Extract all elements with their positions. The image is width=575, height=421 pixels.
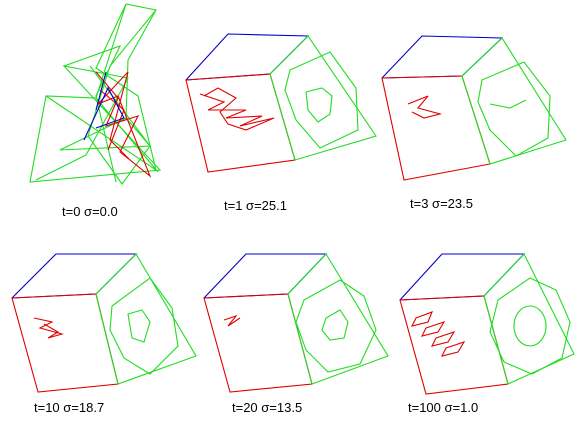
- cube-blue-edges: [203, 253, 328, 299]
- panel-caption: t=100 σ=1.0: [408, 400, 478, 415]
- inner-green-core: [127, 309, 151, 343]
- cube-red-face: [381, 75, 491, 181]
- inner-green-curve: [489, 277, 571, 375]
- cube-blue-edges: [11, 253, 138, 299]
- panel-caption: t=0 σ=0.0: [62, 204, 118, 219]
- panel-caption: t=20 σ=13.5: [232, 400, 302, 415]
- blue-edges: [83, 71, 125, 141]
- cube-blue-edges: [399, 253, 526, 301]
- cube-green-face: [95, 253, 197, 385]
- panel-t0: t=0 σ=0.0: [29, 3, 162, 219]
- panel-t10: t=10 σ=18.7: [11, 253, 197, 415]
- panel-t20: t=20 σ=13.5: [203, 253, 389, 415]
- inner-red-curve: [410, 311, 466, 357]
- inner-red-curve: [407, 95, 443, 119]
- inner-red-curve: [33, 317, 65, 339]
- inner-red-curve: [199, 87, 275, 131]
- cube-red-face: [203, 293, 313, 393]
- panel-caption: t=3 σ=23.5: [410, 196, 473, 211]
- cube-green-face: [287, 253, 389, 385]
- inner-green-curve: [477, 61, 551, 157]
- inner-red-curve: [223, 314, 241, 327]
- panel-caption: t=1 σ=25.1: [224, 198, 287, 213]
- inner-green-curve: [295, 279, 377, 373]
- inner-green-curve: [284, 51, 359, 149]
- panel-t3: t=3 σ=23.5: [381, 35, 567, 211]
- panel-t100: t=100 σ=1.0: [399, 253, 575, 415]
- cube-red-face: [11, 293, 119, 393]
- cube-green-face: [483, 253, 575, 385]
- cube-blue-edges: [381, 35, 504, 79]
- cube-green-face: [461, 37, 567, 165]
- inner-green-core: [321, 309, 349, 341]
- panel-caption: t=10 σ=18.7: [34, 400, 104, 415]
- red-edges: [95, 71, 152, 178]
- green-edges: [29, 3, 162, 185]
- cube-green-face: [269, 35, 377, 161]
- inner-green-curve: [109, 277, 179, 375]
- inner-green-core: [305, 87, 333, 123]
- inner-green-core: [489, 99, 527, 109]
- panel-t1: t=1 σ=25.1: [185, 33, 377, 213]
- cube-red-face: [185, 73, 296, 173]
- inner-green-core: [513, 305, 547, 347]
